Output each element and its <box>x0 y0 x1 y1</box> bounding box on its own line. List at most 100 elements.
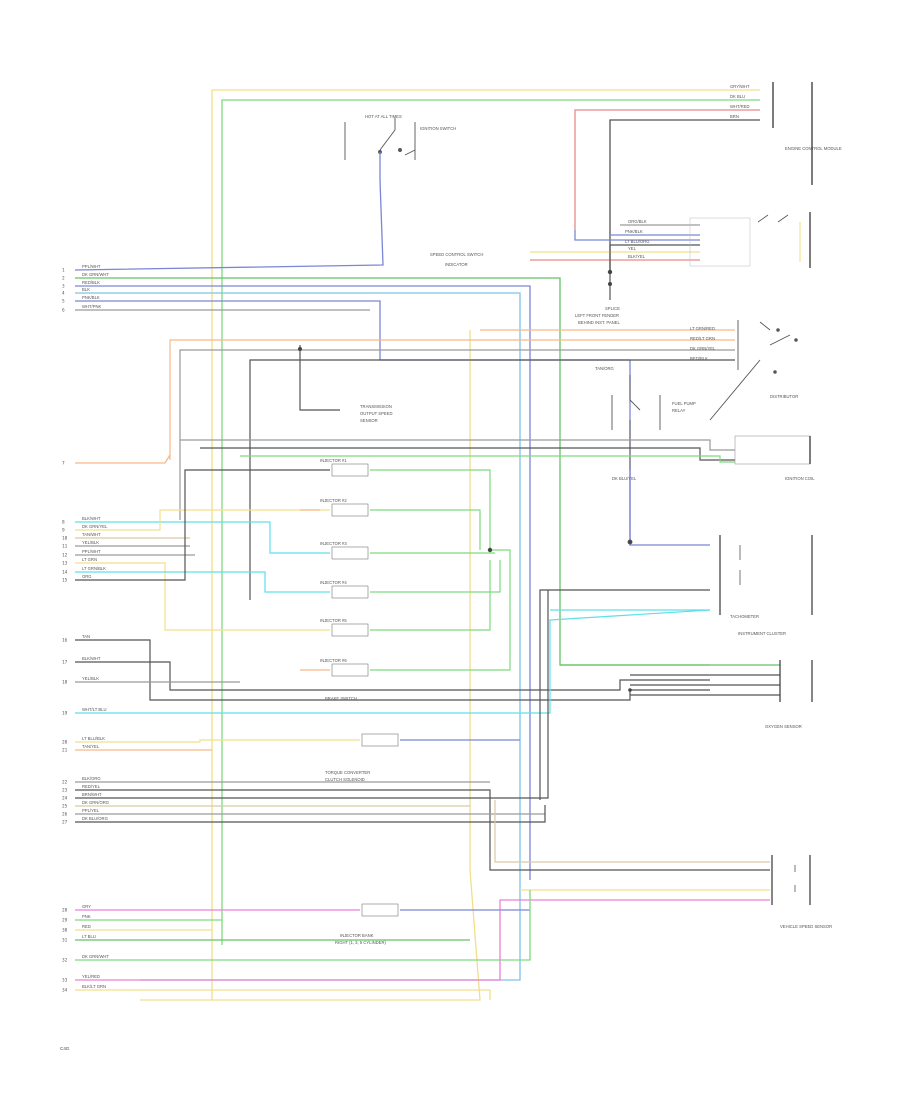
wire-color-label: BRN/WHT <box>82 792 102 797</box>
label-behind-inst-panel: BEHIND INST. PANEL <box>578 320 620 325</box>
pin-number: 25 <box>62 804 68 810</box>
label-splice: SPLICE <box>605 306 620 311</box>
wire-color-label: GRY/WHT <box>730 84 750 89</box>
wire-color-label: BLK/WHT <box>82 516 101 521</box>
wire-color-label: PPL/YEL <box>82 808 100 813</box>
wire-color-label: LT GRN/RED <box>690 326 715 331</box>
wire-color-label: YEL <box>628 246 637 251</box>
pin-number: 8 <box>62 520 65 526</box>
pin-number: 19 <box>62 711 68 717</box>
label-instrument-cluster: INSTRUMENT CLUSTER <box>738 631 786 636</box>
injector-labels: INJECTOR #1 INJECTOR #2 INJECTOR #3 INJE… <box>320 458 347 663</box>
pin-number: 29 <box>62 918 68 924</box>
wire-color-label: YEL/RED <box>82 974 100 979</box>
distributor-symbol <box>709 320 798 421</box>
injector-boxes <box>331 463 399 917</box>
wire-color-label: LT BLU/ORG <box>625 239 650 244</box>
wire-color-label: PNK/BLK <box>82 295 100 300</box>
pin-number: 14 <box>62 570 68 576</box>
label-relay: RELAY <box>672 408 686 413</box>
wire-color-label: BLK/WHT <box>82 656 101 661</box>
wire-color-label: RED/YEL <box>82 784 101 789</box>
wire-color-label: RED <box>82 924 91 929</box>
pin-number: 31 <box>62 938 68 944</box>
injector-ladder <box>75 469 511 671</box>
wire-color-label: TAN/ORG <box>595 366 614 371</box>
label-engine-control-module: ENGINE CONTROL MODULE <box>785 146 842 151</box>
pin-number: 32 <box>62 958 68 964</box>
label-injector-1: INJECTOR #1 <box>320 458 347 463</box>
wire-color-label: BRN <box>730 114 739 119</box>
wire-color-label: DK GRN/WHT <box>82 954 109 959</box>
wire-color-label: PNK/BLK <box>625 229 643 234</box>
pin-number: 34 <box>62 988 68 994</box>
ignition-coil <box>180 435 811 465</box>
wire-color-label: RED/BLK <box>690 356 708 361</box>
label-injector-6: INJECTOR #6 <box>320 658 347 663</box>
wire-color-label: LT BLU/BLK <box>82 736 105 741</box>
label-fuel-pump: FUEL PUMP <box>672 401 696 406</box>
pin-number: 1 <box>62 268 65 274</box>
label-indicator: INDICATOR <box>445 262 468 267</box>
label-output-speed: OUTPUT SPEED <box>360 411 393 416</box>
wire-bundle-top <box>211 89 760 1000</box>
wire-red-top <box>574 109 760 230</box>
wire-color-label: TAN <box>82 634 90 639</box>
label-ignition-switch: IGNITION SWITCH <box>420 126 456 131</box>
label-left-front-fender: LEFT FRONT FENDER <box>575 313 619 318</box>
pin-number: 30 <box>62 928 68 934</box>
pin-number: 28 <box>62 908 68 914</box>
wire-color-label: DK GRN/YEL <box>82 524 108 529</box>
splice-black <box>607 245 613 300</box>
pin-number: 5 <box>62 299 65 305</box>
wire-color-label: YEL/BLK <box>82 540 99 545</box>
wire-color-label: BLK <box>82 287 90 292</box>
pin-number: 2 <box>62 276 65 282</box>
left-org-wire <box>75 454 171 464</box>
wire-color-label: LT GRN <box>82 557 97 562</box>
wire-color-label: BLK/LT GRN <box>82 984 106 989</box>
label-injector-5: INJECTOR #5 <box>320 618 347 623</box>
wire-color-label: DK BLU <box>730 94 745 99</box>
wire-color-label: DK BLU/ORG <box>82 816 108 821</box>
label-tachometer: TACHOMETER <box>730 614 759 619</box>
pin-number: 7 <box>62 461 65 467</box>
wire-color-label: RED/BLK <box>82 280 100 285</box>
component-labels: HOT AT ALL TIMES IGNITION SWITCH ENGINE … <box>60 114 842 1051</box>
wire-color-label: BLK/ORG <box>82 776 101 781</box>
label-ignition-coil: IGNITION COIL <box>785 476 815 481</box>
label-clutch-solenoid: CLUTCH SOLENOID <box>325 777 365 782</box>
pin-number: 27 <box>62 820 68 826</box>
pin-number: 33 <box>62 978 68 984</box>
pin-number: 4 <box>62 291 65 297</box>
right-yellow-bus <box>140 329 735 1001</box>
wire-black-top <box>609 119 760 270</box>
wire-green-main <box>221 99 760 945</box>
speed-control-switch-block <box>530 212 811 268</box>
wire-color-label: LT GRN/BLK <box>82 566 106 571</box>
label-sensor: SENSOR <box>360 418 378 423</box>
wire-color-label: ORG/BLK <box>628 219 647 224</box>
wire-color-label: RED/LT GRN <box>690 336 715 341</box>
wire-color-label: YEL/BLK <box>82 676 99 681</box>
fuel-pump-relay <box>611 375 710 546</box>
left-lower-rows <box>75 609 711 751</box>
label-injector-2: INJECTOR #2 <box>320 498 347 503</box>
left-bottom-rows <box>75 590 770 871</box>
pin-number: 18 <box>62 680 68 686</box>
label-injector-bank-right: INJECTOR BANK <box>340 933 374 938</box>
wire-color-label: WHT/LT BLU <box>82 707 107 712</box>
bottom-rows <box>75 890 531 1000</box>
label-distributor: DISTRIBUTOR <box>770 394 798 399</box>
vss-connector <box>499 855 811 910</box>
wire-color-label: DK BLU/YEL <box>612 476 637 481</box>
pin-number: 9 <box>62 528 65 534</box>
pin-number: 22 <box>62 780 68 786</box>
label-transmission: TRANSMISSION <box>360 404 392 409</box>
pin-number: 16 <box>62 638 68 644</box>
wire-color-label: ORG <box>82 574 92 579</box>
wire-blue-gauge <box>574 230 700 241</box>
label-brake-switch: BRAKE SWITCH <box>325 696 357 701</box>
